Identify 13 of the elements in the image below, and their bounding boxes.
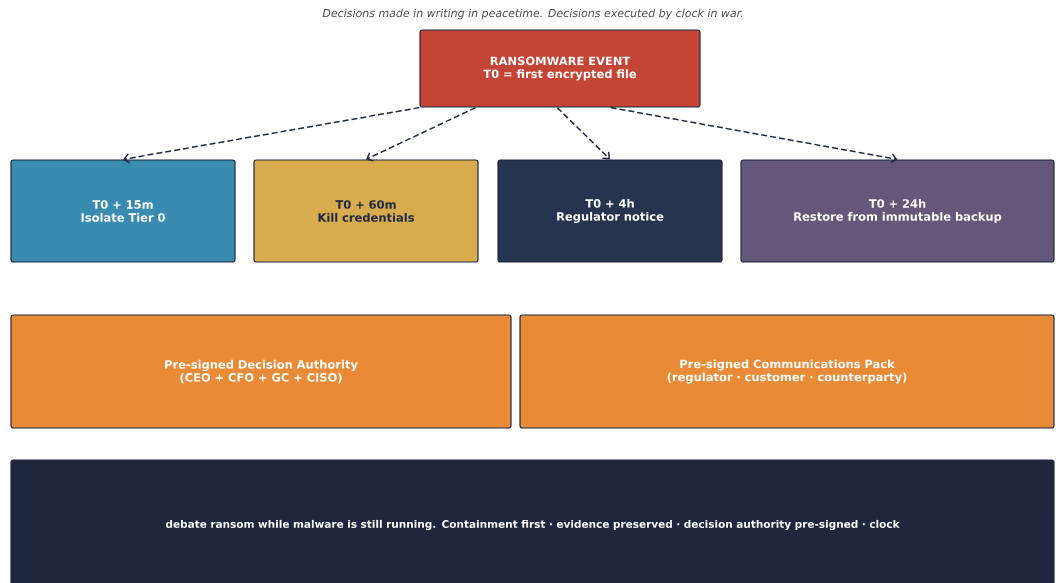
- banner: debate ransom while malware is still running. Containment first · evidence preserved · decision authority pre-signed · clock: [10, 459, 1055, 583]
- title: Decisions made in writing in peacetime. Decisions executed by clock in war.: [322, 8, 743, 20]
- timeline-box: T0 + 4h Regulator notice: [497, 159, 723, 263]
- arrow: [609, 106, 898, 164]
- timeline-box: T0 + 60m Kill credentials: [253, 159, 479, 263]
- event-box: RANSOMWARE EVENT T0 = first encrypted file: [419, 29, 701, 108]
- arrow: [366, 106, 477, 162]
- arrow: [123, 106, 421, 164]
- timeline-box: T0 + 15m Isolate Tier 0: [10, 159, 236, 263]
- authority-box: Pre-signed Decision Authority (CEO + CFO + GC + CISO): [10, 314, 512, 429]
- arrow: [556, 106, 610, 160]
- timeline-box: T0 + 24h Restore from immutable backup: [740, 159, 1055, 263]
- communications-box: Pre-signed Communications Pack (regulator · customer · counterparty): [519, 314, 1055, 429]
